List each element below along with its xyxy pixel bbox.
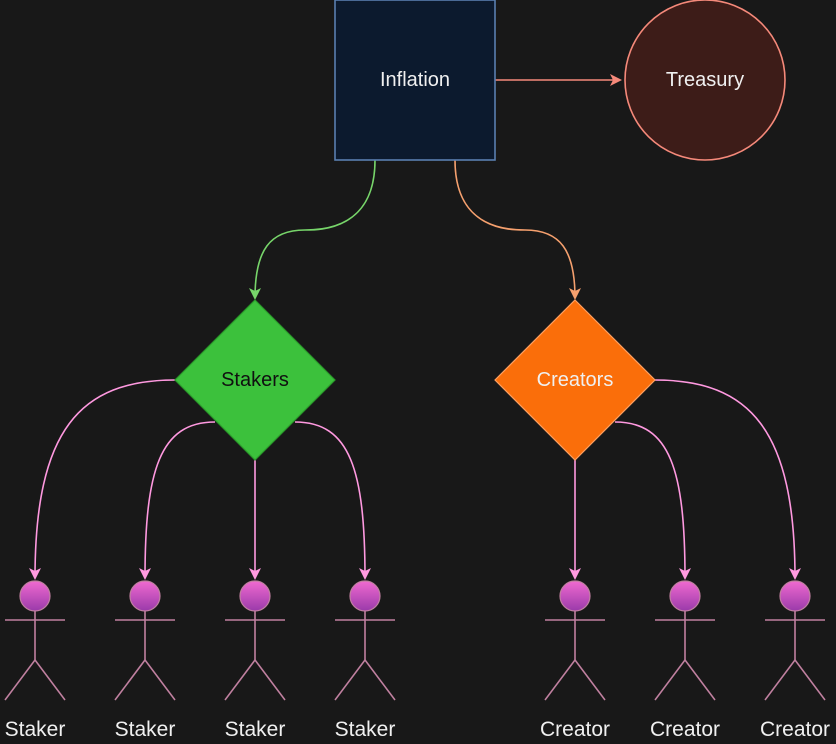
- actor-left-leg: [114, 659, 146, 701]
- creators-label: Creators: [537, 369, 614, 391]
- edge-stakers-staker-2: [139, 421, 216, 580]
- actor-head: [779, 580, 811, 612]
- inflation-node: Inflation: [334, 0, 496, 161]
- edge-stakers-staker-4: [294, 421, 371, 580]
- actor-right-leg: [684, 659, 716, 701]
- actor-head: [239, 580, 271, 612]
- edge-inflation-creators: [454, 159, 581, 300]
- creators-node: Creators: [494, 299, 656, 461]
- actor-head: [349, 580, 381, 612]
- actor-right-leg: [364, 659, 396, 701]
- actors: Staker Staker Staker Staker Creator Creator Cr…: [4, 580, 830, 741]
- actor-right-leg: [34, 659, 66, 701]
- actor-right-leg: [794, 659, 826, 701]
- creator-label: Creator: [760, 718, 830, 741]
- actor-right-leg: [574, 659, 606, 701]
- treasury-node: Treasury: [624, 0, 786, 161]
- staker-label: Staker: [335, 718, 396, 741]
- staker-actor: Staker: [114, 580, 176, 741]
- actor-left-leg: [224, 659, 256, 701]
- actor-head: [19, 580, 51, 612]
- actor-left-leg: [334, 659, 366, 701]
- actor-left-leg: [544, 659, 576, 701]
- stakers-label: Stakers: [221, 369, 289, 391]
- creator-actor: Creator: [540, 580, 610, 741]
- edge-creators-creator-3: [654, 379, 801, 580]
- inflation-label: Inflation: [380, 69, 450, 91]
- actor-left-leg: [4, 659, 36, 701]
- edges: [29, 74, 801, 580]
- staker-actor: Staker: [334, 580, 396, 741]
- actor-left-leg: [654, 659, 686, 701]
- edge-creators-creator-2: [614, 421, 691, 580]
- staker-actor: Staker: [224, 580, 286, 741]
- staker-label: Staker: [225, 718, 286, 741]
- creator-label: Creator: [650, 718, 720, 741]
- creator-label: Creator: [540, 718, 610, 741]
- actor-right-leg: [254, 659, 286, 701]
- creator-actor: Creator: [650, 580, 720, 741]
- actor-right-leg: [144, 659, 176, 701]
- creator-actor: Creator: [760, 580, 830, 741]
- stakers-node: Stakers: [174, 299, 336, 461]
- actor-head: [129, 580, 161, 612]
- staker-label: Staker: [5, 718, 66, 741]
- actor-head: [669, 580, 701, 612]
- actor-left-leg: [764, 659, 796, 701]
- edge-stakers-staker-1: [29, 379, 176, 580]
- actor-head: [559, 580, 591, 612]
- staker-label: Staker: [115, 718, 176, 741]
- edge-inflation-stakers: [249, 159, 376, 300]
- staker-actor: Staker: [4, 580, 66, 741]
- treasury-label: Treasury: [666, 69, 744, 91]
